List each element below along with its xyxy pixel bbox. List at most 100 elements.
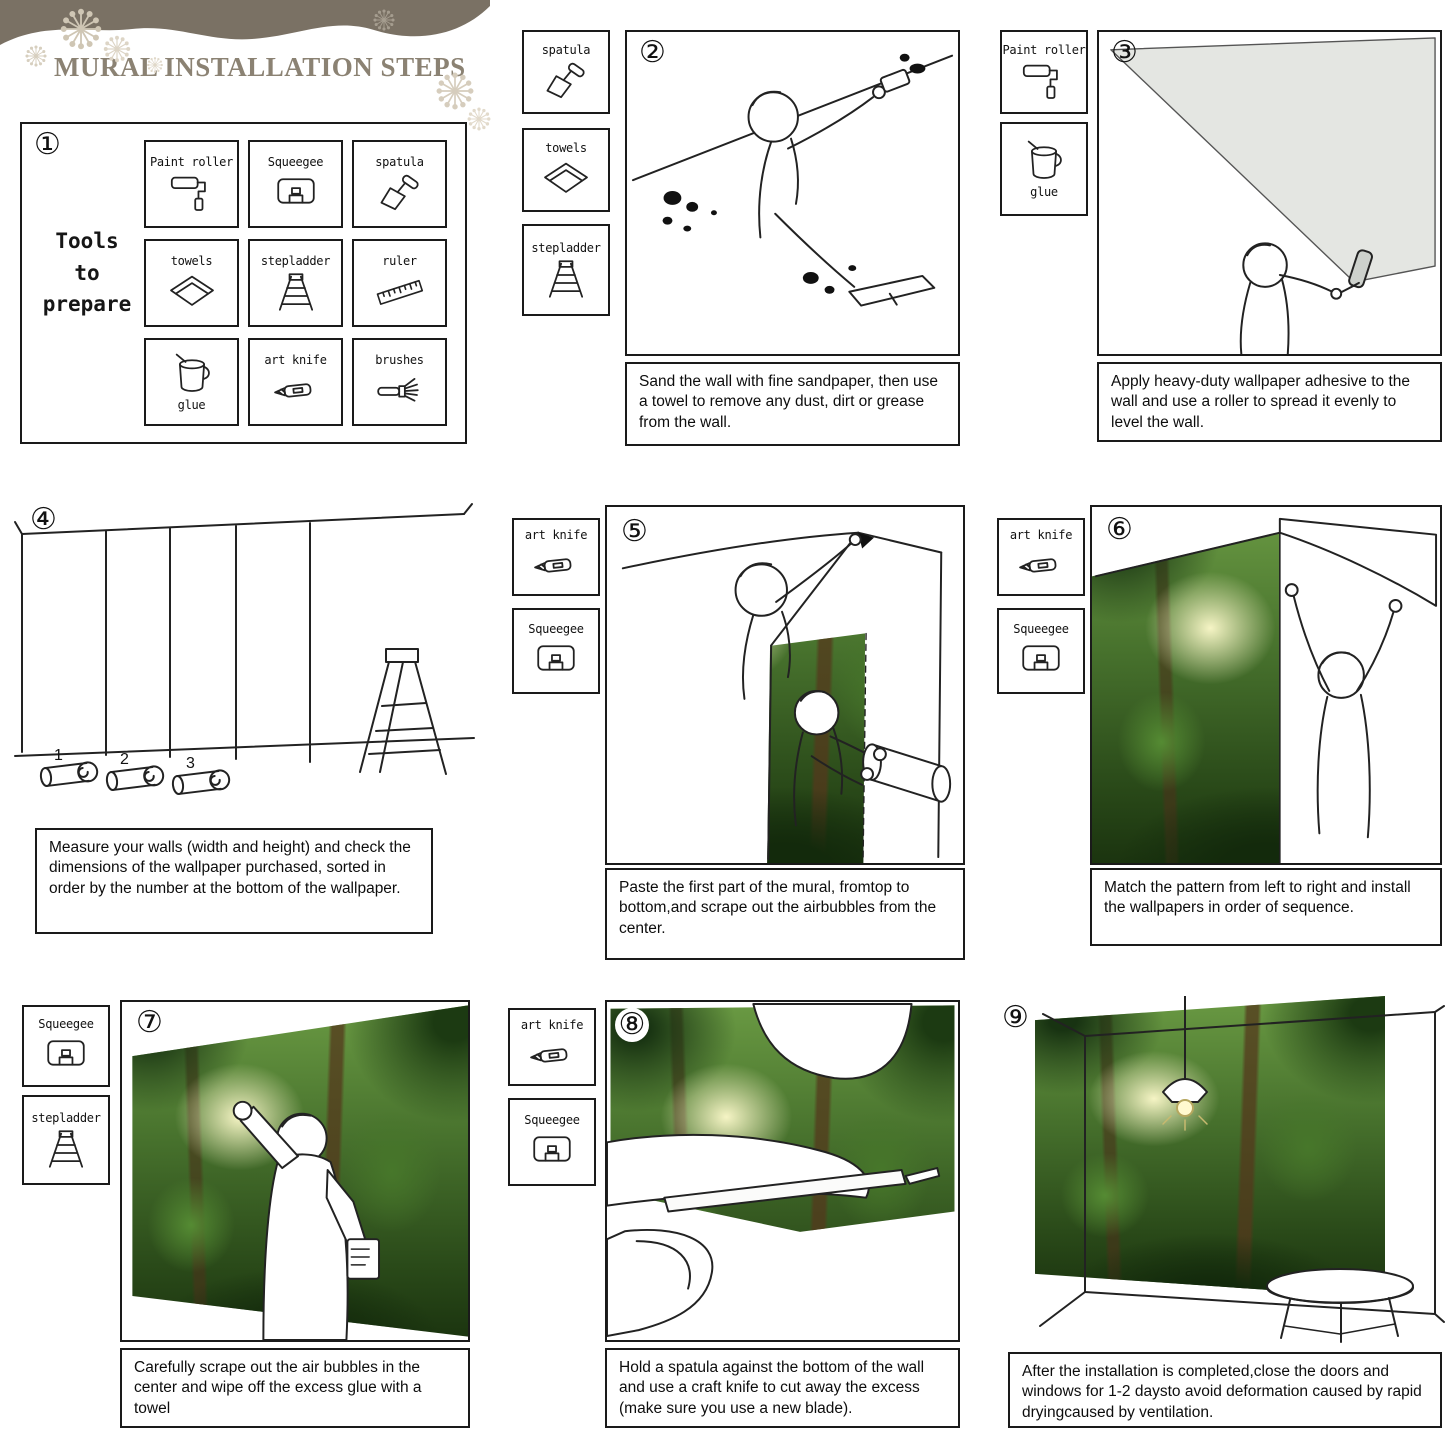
flower-decoration-1 (58, 6, 104, 52)
tool-label: art knife (264, 352, 327, 367)
tools-panel: ① Tools to prepare Paint roller Squeegee… (20, 122, 467, 444)
step8-caption: Hold a spatula against the bottom of the… (605, 1348, 960, 1428)
step8-tool-art-knife: art knife (508, 1008, 596, 1086)
tool-label: Paint roller (149, 154, 234, 169)
tool-stepladder: stepladder (248, 239, 343, 327)
tool-spatula: spatula (352, 140, 447, 228)
sanding-wall-drawing (631, 53, 954, 307)
tool-ruler: ruler (352, 239, 447, 327)
paint-roller-icon (165, 172, 219, 214)
step4-caption: Measure your walls (width and height) an… (35, 828, 433, 934)
step6-illustration: ⑥ (1090, 505, 1442, 865)
flower-decoration-5 (372, 8, 396, 32)
tool-label: ruler (382, 253, 417, 268)
step6-tool-art-knife: art knife (997, 518, 1085, 596)
flower-decoration-4 (146, 56, 164, 74)
step7-tool-squeegee: Squeegee (22, 1005, 110, 1087)
flower-decoration-2 (102, 34, 132, 64)
roll-number-3: 3 (186, 755, 195, 772)
step7-tool-stepladder: stepladder (22, 1095, 110, 1185)
trim-excess-drawing (607, 1002, 941, 1338)
step5-caption: Paste the first part of the mural, fromt… (605, 868, 965, 960)
squeegee-icon (269, 172, 323, 214)
glue-icon (1017, 140, 1071, 182)
tools-heading-line: to (74, 260, 100, 285)
step-5-number: ⑤ (621, 514, 648, 549)
flower-decoration-7 (466, 106, 492, 132)
step3-illustration: ③ (1097, 30, 1442, 356)
paint-roller-icon (1017, 60, 1071, 102)
apply-adhesive-drawing (1110, 37, 1436, 354)
towels-icon (165, 271, 219, 313)
tools-heading-line: Tools (55, 229, 119, 253)
step5-tool-squeegee: Squeegee (512, 608, 600, 694)
jungle-mural (1092, 531, 1280, 863)
step-3-number: ③ (1111, 35, 1138, 70)
tool-squeegee: Squeegee (248, 140, 343, 228)
header-banner (0, 0, 490, 45)
roll-number-1: 1 (54, 747, 63, 764)
step2-tool-towels: towels (522, 128, 610, 212)
roll-number-2: 2 (120, 751, 129, 768)
step-7-number: ⑦ (136, 1005, 163, 1040)
spatula-icon (539, 60, 593, 102)
tool-paint-roller: Paint roller (144, 140, 239, 228)
tool-glue: glue (144, 338, 239, 426)
tools-heading-line: prepare (42, 292, 132, 316)
glue-icon (165, 353, 219, 395)
tools-heading: Tools to prepare (32, 226, 142, 321)
step2-tool-spatula: spatula (522, 30, 610, 114)
tool-label: brushes (375, 352, 424, 367)
step-1-number: ① (34, 127, 61, 162)
measure-wall-drawing: 1 2 3 (14, 503, 475, 795)
step-8-number: ⑧ (615, 1008, 649, 1042)
ruler-icon (373, 271, 427, 313)
step7-illustration: ⑦ (120, 1000, 470, 1342)
step9-illustration (1035, 996, 1445, 1346)
squeegee-icon (39, 1034, 93, 1076)
spatula-icon (373, 172, 427, 214)
scrape-bubbles-drawing (232, 1100, 381, 1340)
tool-art-knife: art knife (248, 338, 343, 426)
step3-tool-paint-roller: Paint roller (1000, 30, 1088, 114)
stepladder-icon (269, 271, 323, 313)
finished-room-drawing (1039, 996, 1445, 1343)
step5-tool-art-knife: art knife (512, 518, 600, 596)
tool-towels: towels (144, 239, 239, 327)
step7-caption: Carefully scrape out the air bubbles in … (120, 1348, 470, 1428)
towels-icon (539, 158, 593, 200)
tools-grid: Paint roller Squeegee spatula towels ste… (144, 140, 447, 426)
tool-label: towels (170, 253, 213, 268)
step3-tool-glue: glue (1000, 122, 1088, 216)
squeegee-icon (1014, 639, 1068, 681)
jungle-mural-wall (1035, 996, 1385, 1298)
art-knife-icon (525, 1035, 579, 1077)
step6-caption: Match the pattern from left to right and… (1090, 868, 1442, 946)
step5-illustration: ⑤ (605, 505, 965, 865)
jungle-mural-strip (767, 633, 866, 863)
step3-caption: Apply heavy-duty wallpaper adhesive to t… (1097, 362, 1442, 442)
tool-brushes: brushes (352, 338, 447, 426)
step-4-number: ④ (30, 502, 57, 537)
tool-label: stepladder (260, 253, 331, 268)
step9-caption: After the installation is completed,clos… (1008, 1352, 1442, 1428)
stepladder-icon (539, 258, 593, 300)
step4-illustration: 1 2 3 (12, 500, 480, 820)
match-pattern-drawing (1094, 517, 1438, 863)
tool-label: spatula (375, 154, 424, 169)
squeegee-icon (525, 1130, 579, 1172)
squeegee-icon (529, 639, 583, 681)
tool-label: Squeegee (267, 154, 324, 169)
step2-caption: Sand the wall with fine sandpaper, then … (625, 362, 960, 446)
art-knife-icon (269, 370, 323, 412)
step-2-number: ② (639, 35, 666, 70)
step8-tool-squeegee: Squeegee (508, 1098, 596, 1186)
flower-decoration-3 (24, 44, 48, 68)
step8-illustration: ⑧ (605, 1000, 960, 1342)
step2-tool-stepladder: stepladder (522, 224, 610, 316)
tool-label: glue (177, 397, 206, 412)
paste-first-panel-drawing (621, 531, 952, 861)
stepladder-icon (39, 1128, 93, 1170)
step-9-number: ⑨ (1002, 1000, 1029, 1035)
